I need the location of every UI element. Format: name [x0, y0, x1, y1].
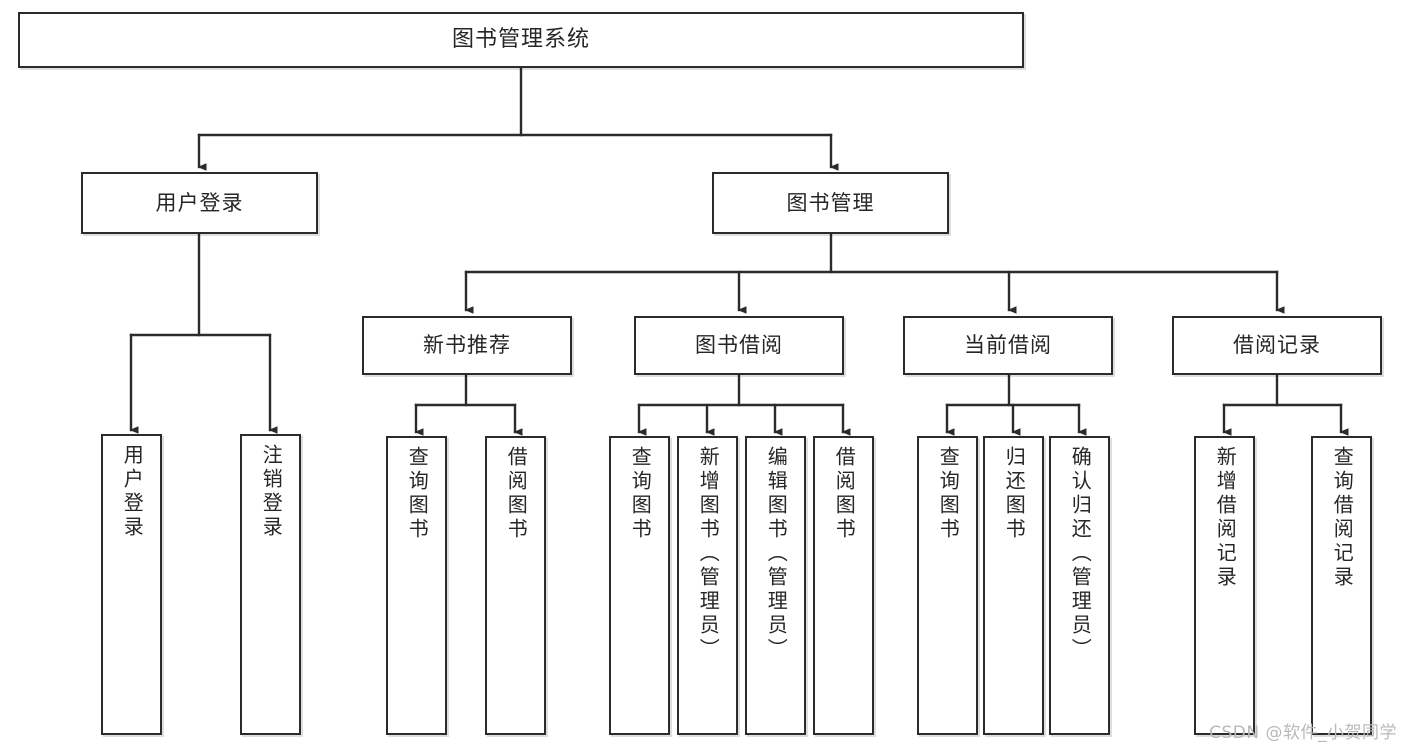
- node-leaf-borrow-book-1[interactable]: 借阅图书: [485, 436, 546, 735]
- node-leaf-user-login-label: 用户登录: [120, 444, 145, 540]
- node-root[interactable]: 图书管理系统: [18, 12, 1024, 68]
- node-current-borrow[interactable]: 当前借阅: [903, 316, 1113, 375]
- node-new-book-recommend-label: 新书推荐: [423, 333, 511, 358]
- node-borrow-record-label: 借阅记录: [1233, 333, 1321, 358]
- node-leaf-query-record[interactable]: 查询借阅记录: [1311, 436, 1372, 735]
- node-leaf-add-book-label: 新增图书（管理员）: [696, 446, 721, 662]
- node-leaf-confirm-return-label: 确认归还（管理员）: [1068, 446, 1093, 662]
- node-new-book-recommend[interactable]: 新书推荐: [362, 316, 572, 375]
- node-book-manage[interactable]: 图书管理: [712, 172, 949, 234]
- node-leaf-borrow-book-2-label: 借阅图书: [832, 446, 857, 542]
- node-book-borrow-label: 图书借阅: [695, 333, 783, 358]
- node-leaf-borrow-book-2[interactable]: 借阅图书: [813, 436, 874, 735]
- node-leaf-add-record[interactable]: 新增借阅记录: [1194, 436, 1255, 735]
- node-user-login-label: 用户登录: [155, 190, 244, 215]
- node-root-label: 图书管理系统: [451, 27, 590, 53]
- node-leaf-borrow-book-1-label: 借阅图书: [504, 446, 529, 542]
- node-book-manage-label: 图书管理: [786, 190, 875, 215]
- node-leaf-query-book-3[interactable]: 查询图书: [917, 436, 978, 735]
- node-leaf-query-book-3-label: 查询图书: [936, 446, 961, 542]
- node-leaf-return-book[interactable]: 归还图书: [983, 436, 1044, 735]
- node-leaf-query-book-2-label: 查询图书: [628, 446, 653, 542]
- node-leaf-query-record-label: 查询借阅记录: [1330, 446, 1355, 590]
- node-leaf-edit-book-label: 编辑图书（管理员）: [764, 446, 789, 662]
- node-leaf-query-book-2[interactable]: 查询图书: [609, 436, 670, 735]
- node-leaf-add-record-label: 新增借阅记录: [1213, 446, 1238, 590]
- node-leaf-return-book-label: 归还图书: [1002, 446, 1027, 542]
- node-book-borrow[interactable]: 图书借阅: [634, 316, 844, 375]
- node-leaf-query-book-1[interactable]: 查询图书: [386, 436, 447, 735]
- node-leaf-query-book-1-label: 查询图书: [405, 446, 430, 542]
- node-leaf-logout-label: 注销登录: [259, 444, 284, 540]
- node-leaf-user-login[interactable]: 用户登录: [101, 434, 162, 735]
- node-borrow-record[interactable]: 借阅记录: [1172, 316, 1382, 375]
- node-current-borrow-label: 当前借阅: [964, 333, 1052, 358]
- watermark: CSDN @软件_小贺同学: [1209, 723, 1397, 743]
- node-leaf-add-book[interactable]: 新增图书（管理员）: [677, 436, 738, 735]
- node-user-login[interactable]: 用户登录: [81, 172, 318, 234]
- node-leaf-confirm-return[interactable]: 确认归还（管理员）: [1049, 436, 1110, 735]
- node-leaf-logout[interactable]: 注销登录: [240, 434, 301, 735]
- node-leaf-edit-book[interactable]: 编辑图书（管理员）: [745, 436, 806, 735]
